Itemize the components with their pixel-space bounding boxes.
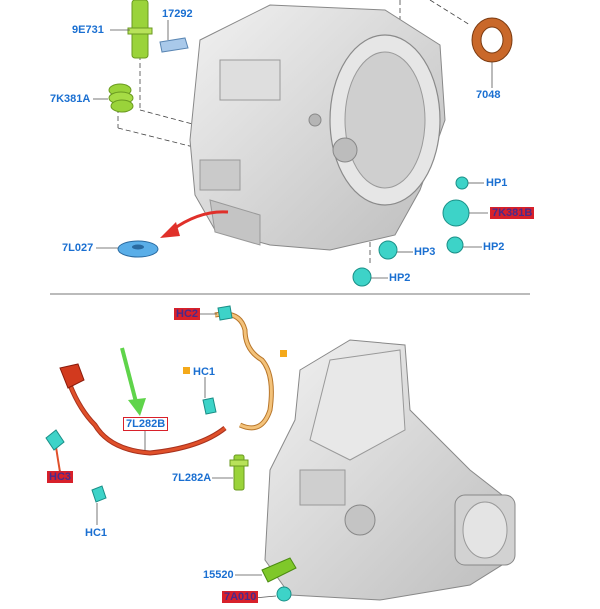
part-9e731-icon [127,0,153,59]
callout-9e731: 9E731 [72,24,104,36]
plug-hp3-icon [378,240,398,260]
callout-hp2-low: HP2 [389,272,411,284]
callout-hc1-upper: HC1 [193,366,216,378]
clip-hc3-icon [45,429,65,451]
orange-square-marker-icon-2 [183,367,190,374]
part-7l027-icon [117,240,159,258]
plug-large-icon [442,199,470,227]
callout-redacted-top: HC2 [174,308,201,320]
orange-square-marker-icon [280,350,287,357]
green-down-arrow-icon [120,347,146,416]
top-leaders [93,20,493,279]
part-15520-icon [261,557,297,583]
callout-15520: 15520 [203,569,234,581]
callout-hc1-lower: HC1 [85,527,108,539]
plug-hp1-icon [455,176,469,190]
callout-hp3: HP3 [414,246,436,258]
part-7k381a-icon [108,83,134,113]
transmission-housing-top [189,4,446,251]
callout-hp2-right: HP2 [483,241,505,253]
callout-hp1: HP1 [486,177,508,189]
red-harness [55,384,227,473]
clip-hc2-icon [217,305,233,321]
clip-hc1-upper-icon [202,397,217,415]
callout-redacted-right: 7K381B [490,207,535,219]
red-curved-arrow-icon [160,210,229,238]
callout-redacted-left: HC3 [47,471,74,483]
plug-hp2-right-icon [446,236,464,254]
callout-redacted-bottom: 7A010 [222,591,259,603]
part-17292-icon [159,37,189,53]
orange-harness [214,311,274,431]
red-connector-icon [59,363,85,389]
part-7048-icon [471,17,513,63]
callout-7l282a: 7L282A [172,472,212,484]
callout-17292: 17292 [162,8,193,20]
transmission-housing-bottom [264,339,516,601]
callout-7k381a: 7K381A [50,93,91,105]
plug-hp2-low-icon [352,267,372,287]
callout-7l282b: 7L282B [123,417,169,431]
part-7l282a-icon [229,454,249,491]
part-7a010-icon [276,586,292,602]
clip-hc1-lower-icon [91,485,107,503]
callout-7048: 7048 [476,89,501,101]
callout-7l027: 7L027 [62,242,94,254]
